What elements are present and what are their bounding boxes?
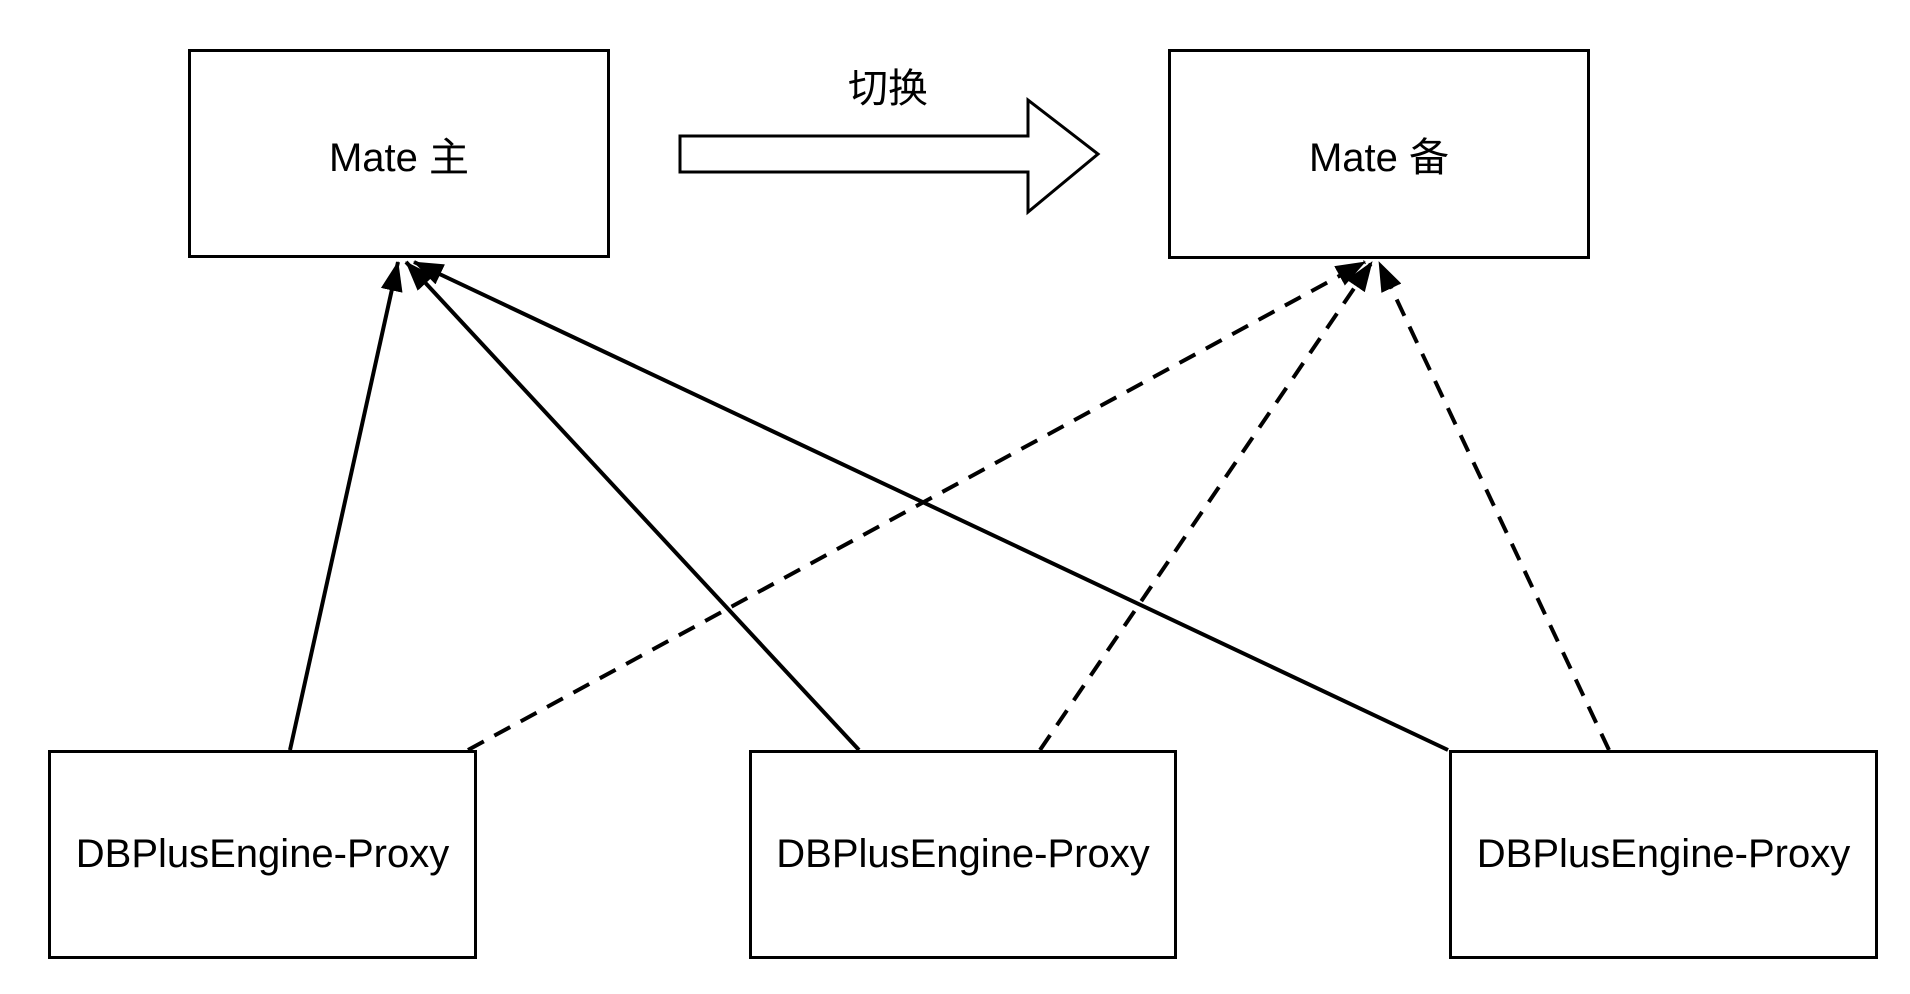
node-mate-standby-label: Mate 备 bbox=[1308, 136, 1450, 180]
node-proxy-1: DBPlusEngine-Proxy bbox=[48, 750, 477, 959]
edge-proxy3-to-primary-solid bbox=[413, 260, 1449, 752]
edge-proxy2-to-standby-dashed bbox=[1038, 260, 1374, 752]
edge-proxy1-to-primary-solid bbox=[288, 261, 403, 751]
edge-proxy3-to-standby-dashed bbox=[1377, 261, 1611, 751]
node-proxy-3-label: DBPlusEngine-Proxy bbox=[1476, 832, 1851, 876]
node-mate-standby: Mate 备 bbox=[1168, 49, 1590, 259]
node-proxy-1-label: DBPlusEngine-Proxy bbox=[75, 832, 450, 876]
node-mate-primary-label: Mate 主 bbox=[328, 135, 470, 180]
node-mate-primary: Mate 主 bbox=[188, 49, 610, 258]
node-proxy-2-label: DBPlusEngine-Proxy bbox=[776, 832, 1150, 876]
switch-block-arrow bbox=[678, 96, 1101, 216]
edge-proxy2-to-primary-solid bbox=[404, 260, 861, 752]
node-proxy-2: DBPlusEngine-Proxy bbox=[749, 750, 1177, 959]
node-proxy-3: DBPlusEngine-Proxy bbox=[1449, 750, 1878, 959]
switch-label: 切换 bbox=[848, 67, 928, 111]
edge-proxy1-to-standby-dashed bbox=[467, 260, 1366, 752]
